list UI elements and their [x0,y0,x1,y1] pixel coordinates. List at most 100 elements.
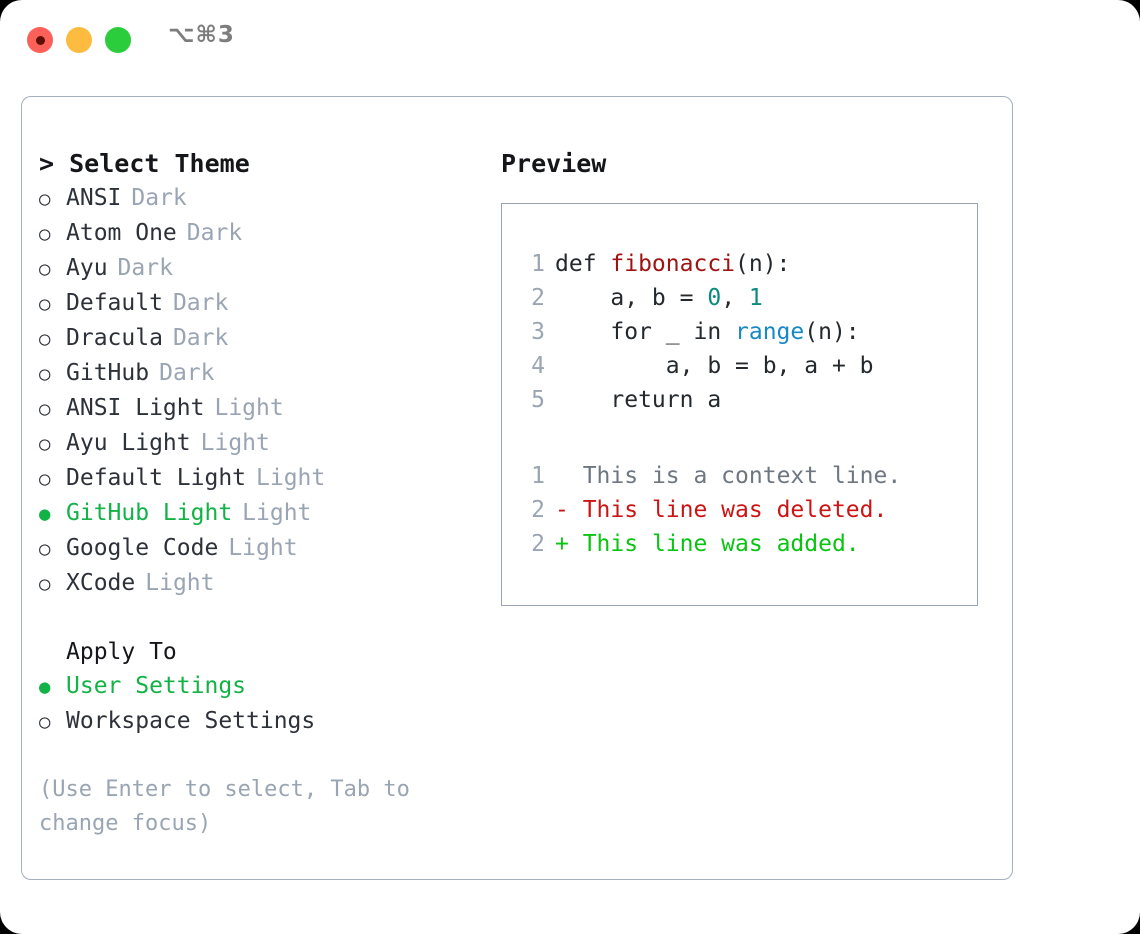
theme-name: XCode [66,570,136,596]
window-title-shortcut: ⌥⌘3 [168,22,235,48]
diff-sample: 1 This is a context line.2- This line wa… [519,459,901,561]
theme-variant-badge: Dark [172,290,229,316]
radio-unselected-icon: ○ [39,293,51,315]
apply-to-item[interactable]: ○ Workspace Settings [39,704,479,739]
line-number: 1 [531,463,545,489]
diff-marker: - [555,497,583,523]
radio-unselected-icon: ○ [39,538,51,560]
radio-selected-icon: ● [39,503,51,525]
line-number: 1 [531,251,545,277]
line-number: 5 [531,387,545,413]
theme-list-item[interactable]: ○ XCode Light [39,566,479,601]
keyboard-hint: (Use Enter to select, Tab to change focu… [39,777,424,836]
code-token: a, b = [555,285,708,311]
apply-to-label: User Settings [66,673,247,699]
code-token: (n): [735,251,791,277]
radio-unselected-icon: ○ [39,188,51,210]
diff-text: This line was deleted. [582,497,888,523]
code-token: for _ in [555,319,736,345]
theme-variant-badge: Dark [117,255,173,281]
theme-variant-badge: Light [145,570,215,596]
page-title: > Select Theme [39,147,479,181]
code-token: range [735,319,805,345]
theme-name: GitHub Light [66,500,233,526]
radio-unselected-icon: ○ [39,363,51,385]
theme-list-item[interactable]: ○ Default Dark [39,286,479,321]
theme-variant-badge: Dark [172,325,229,351]
theme-name: GitHub [66,360,150,386]
radio-selected-icon: ● [39,676,51,698]
apply-to-label: Workspace Settings [66,708,316,734]
diff-marker: + [555,531,583,557]
prompt-caret-icon: > [39,149,55,178]
theme-name: Google Code [66,535,219,561]
theme-variant-badge: Light [228,535,298,561]
theme-name: ANSI [66,185,122,211]
diff-text: This is a context line. [582,463,902,489]
code-line: 4 a, b = b, a + b [519,349,874,383]
apply-to-heading: Apply To [66,639,177,665]
radio-unselected-icon: ○ [39,711,51,733]
titlebar: ⌥⌘3 [0,0,1140,78]
theme-name: Atom One [66,220,177,246]
page-title-label: Select Theme [69,149,250,178]
code-token: fibonacci [610,251,736,277]
line-number: 2 [531,531,545,557]
theme-variant-badge: Light [200,430,270,456]
preview-title: Preview [501,149,607,178]
code-token: (n): [804,319,860,345]
theme-list-item[interactable]: ○ Google Code Light [39,531,479,566]
theme-name: ANSI Light [66,395,205,421]
radio-unselected-icon: ○ [39,258,51,280]
maximize-button[interactable] [105,27,131,53]
apply-to-item[interactable]: ● User Settings [39,669,479,704]
radio-unselected-icon: ○ [39,433,51,455]
radio-unselected-icon: ○ [39,573,51,595]
radio-unselected-icon: ○ [39,328,51,350]
code-line: 3 for _ in range(n): [519,315,874,349]
radio-unselected-icon: ○ [39,468,51,490]
minimize-button[interactable] [66,27,92,53]
code-token: a, b = b, a + b [555,353,874,379]
diff-line: 2- This line was deleted. [519,493,901,527]
code-token: , [721,285,749,311]
theme-name: Default [66,290,163,316]
line-number: 4 [531,353,545,379]
close-button[interactable] [27,27,53,53]
diff-line: 1 This is a context line. [519,459,901,493]
theme-list-item[interactable]: ○ GitHub Dark [39,356,479,391]
theme-list-item[interactable]: ○ Ayu Dark [39,251,479,286]
theme-list-item[interactable]: ○ ANSI Dark [39,181,479,216]
code-line: 2 a, b = 0, 1 [519,281,874,315]
apply-to-list[interactable]: ● User Settings ○ Workspace Settings [39,669,479,739]
theme-variant-badge: Light [256,465,326,491]
theme-name: Ayu [66,255,108,281]
diff-text: This line was added. [582,531,860,557]
line-number: 2 [531,285,545,311]
theme-list-item[interactable]: ○ Default Light Light [39,461,479,496]
diff-line: 2 + This line was added. [519,527,901,561]
code-token: return a [555,387,722,413]
theme-name: Default Light [66,465,247,491]
line-number: 3 [531,319,545,345]
theme-variant-badge: Dark [131,185,187,211]
code-token: 0 [707,285,722,311]
code-line: 5 return a [519,383,874,417]
theme-variant-badge: Dark [159,360,215,386]
theme-variant-badge: Dark [186,220,243,246]
diff-marker [555,463,583,489]
theme-variant-badge: Light [214,395,284,421]
